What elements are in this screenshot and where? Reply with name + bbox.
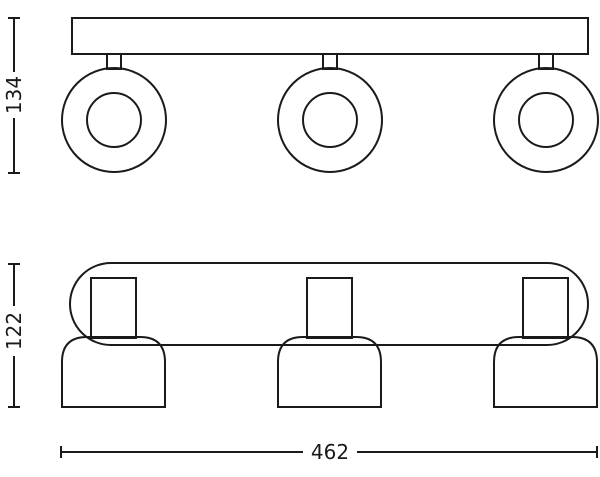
- front-spot-1-lens: [86, 92, 142, 148]
- front-spot-3-stem: [538, 53, 554, 70]
- front-spot-1: [61, 53, 167, 173]
- front-spot-1-outer-ring: [61, 67, 167, 173]
- front-spot-2: [277, 53, 383, 173]
- front-spot-3: [493, 53, 599, 173]
- front-spot-3-lens: [518, 92, 574, 148]
- front-height-dimension: 134: [2, 17, 26, 174]
- front-spot-2-outer-ring: [277, 67, 383, 173]
- side-height-label: 122: [2, 312, 26, 350]
- front-spot-2-stem: [322, 53, 338, 70]
- side-mounting-plate: [69, 262, 589, 346]
- front-spot-1-stem: [106, 53, 122, 70]
- width-label: 462: [311, 440, 349, 464]
- side-spot-3-head: [493, 336, 598, 408]
- front-spot-2-lens: [302, 92, 358, 148]
- side-spot-2-arm: [306, 277, 353, 339]
- side-spot-3-arm: [522, 277, 569, 339]
- front-height-label: 134: [2, 76, 26, 114]
- side-height-dimension: 122: [2, 263, 26, 408]
- side-spot-1-arm: [90, 277, 137, 339]
- side-spot-1-head: [61, 336, 166, 408]
- front-view: [61, 17, 599, 173]
- side-spot-2-head: [277, 336, 382, 408]
- front-mounting-bar: [71, 17, 589, 55]
- side-spot-3: [493, 277, 598, 408]
- side-view: [61, 262, 598, 408]
- side-spot-2: [277, 277, 382, 408]
- width-dimension: 462: [60, 440, 598, 464]
- side-spot-1: [61, 277, 166, 408]
- front-spot-3-outer-ring: [493, 67, 599, 173]
